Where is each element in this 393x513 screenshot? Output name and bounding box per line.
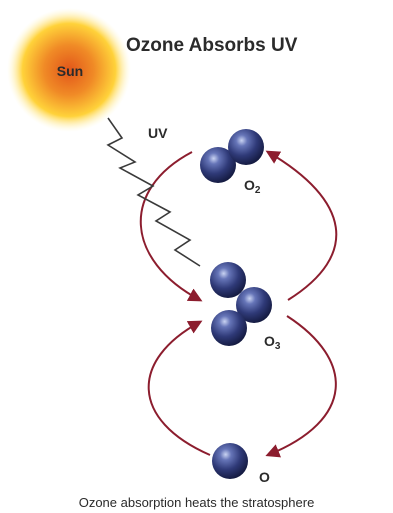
sun-label: Sun: [56, 63, 84, 79]
o-label: O: [259, 469, 270, 485]
uv-ray-icon: [106, 117, 201, 267]
diagram-caption: Ozone absorption heats the stratosphere: [78, 495, 315, 510]
arrow-o2-to-o3: [139, 151, 203, 302]
uv-label: UV: [148, 125, 168, 141]
o2-molecule: [200, 129, 264, 183]
o2-symbol: O: [244, 177, 255, 193]
arrow-o-to-o3: [147, 320, 211, 456]
o2-subscript: 2: [254, 185, 261, 196]
o3-atom: [210, 262, 246, 298]
o2-atom: [228, 129, 264, 165]
diagram-title: Ozone Absorbs UV: [126, 35, 298, 56]
o-atom: [212, 443, 248, 479]
o3-label: O3: [264, 333, 280, 352]
arrow-o3-to-o: [265, 315, 337, 458]
o3-subscript: 3: [274, 341, 281, 352]
o-symbol: O: [259, 469, 270, 485]
o2-label: O2: [244, 177, 260, 196]
o3-atom: [236, 287, 272, 323]
arrow-o3-to-o2: [265, 150, 338, 301]
o3-atom: [211, 310, 247, 346]
o3-symbol: O: [264, 333, 275, 349]
o2-atom: [200, 147, 236, 183]
sun-icon: [7, 8, 131, 132]
o3-molecule: [210, 262, 272, 346]
